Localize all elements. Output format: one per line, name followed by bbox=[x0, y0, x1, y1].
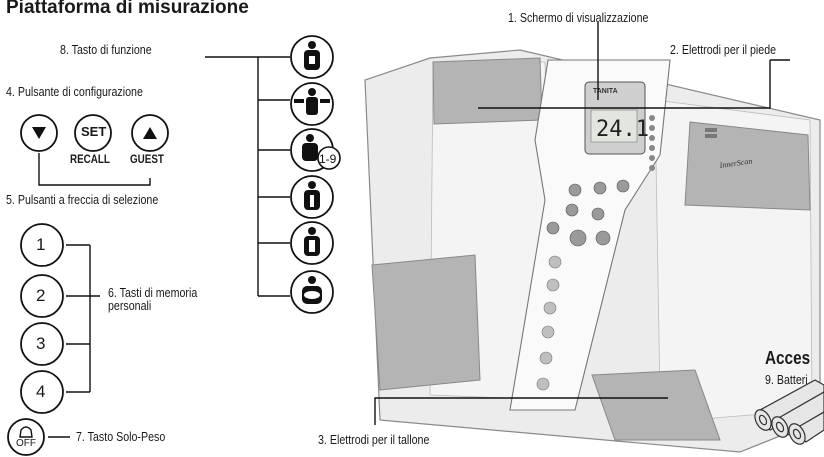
leader-arrows bbox=[38, 153, 151, 186]
memory-key-2 bbox=[20, 274, 64, 318]
function-key-label: 8. Tasto di funzione bbox=[60, 42, 152, 57]
page-title: Piattaforma di misurazione bbox=[6, 0, 249, 18]
leader-heel bbox=[374, 397, 668, 425]
set-button bbox=[74, 114, 112, 152]
memory-keys-label: 6. Tasti di memoria personali bbox=[108, 285, 198, 313]
guest-text: GUEST bbox=[130, 152, 164, 166]
heel-electrodes-label: 3. Elettrodi per il tallone bbox=[318, 432, 430, 447]
memory-key-1 bbox=[20, 223, 64, 267]
arrow-buttons-label: 5. Pulsanti a freccia di selezione bbox=[6, 192, 159, 207]
memory-key-3-text: 3 bbox=[36, 334, 46, 353]
off-text: OFF bbox=[16, 438, 36, 449]
memory-key-3 bbox=[20, 322, 64, 366]
physique-badge: 1-9 bbox=[319, 152, 337, 166]
heel-electrode-right bbox=[591, 369, 721, 441]
set-button-text: SET bbox=[81, 124, 107, 139]
memory-key-2-text: 2 bbox=[36, 286, 46, 305]
foot-electrodes-label: 2. Elettrodi per il piede bbox=[670, 42, 777, 57]
up-arrow-icon bbox=[143, 127, 157, 139]
function-icons bbox=[290, 35, 334, 314]
leader-foot bbox=[478, 60, 771, 109]
heel-electrode-left bbox=[371, 254, 481, 391]
foot-electrode-left bbox=[432, 57, 543, 125]
setup-button-label: 4. Pulsante di configurazione bbox=[6, 84, 143, 99]
memory-key-1-text: 1 bbox=[36, 235, 46, 254]
weight-only-label: 7. Tasto Solo-Peso bbox=[76, 429, 166, 444]
recall-text: RECALL bbox=[70, 152, 110, 166]
battery-group bbox=[754, 379, 824, 445]
display-label: 1. Schermo di visualizzazione bbox=[508, 10, 649, 25]
brand-text: TANITA bbox=[593, 88, 618, 95]
batteries-label: 9. Batteri bbox=[765, 372, 808, 387]
scale-weight-icon bbox=[19, 426, 33, 438]
down-arrow-icon bbox=[32, 127, 46, 139]
memory-key-4 bbox=[20, 370, 64, 414]
accessories-heading: Acces bbox=[765, 348, 811, 368]
foot-electrode-right bbox=[684, 121, 811, 211]
memory-key-4-text: 4 bbox=[36, 382, 46, 401]
display-readout: 24.1 bbox=[596, 117, 649, 142]
